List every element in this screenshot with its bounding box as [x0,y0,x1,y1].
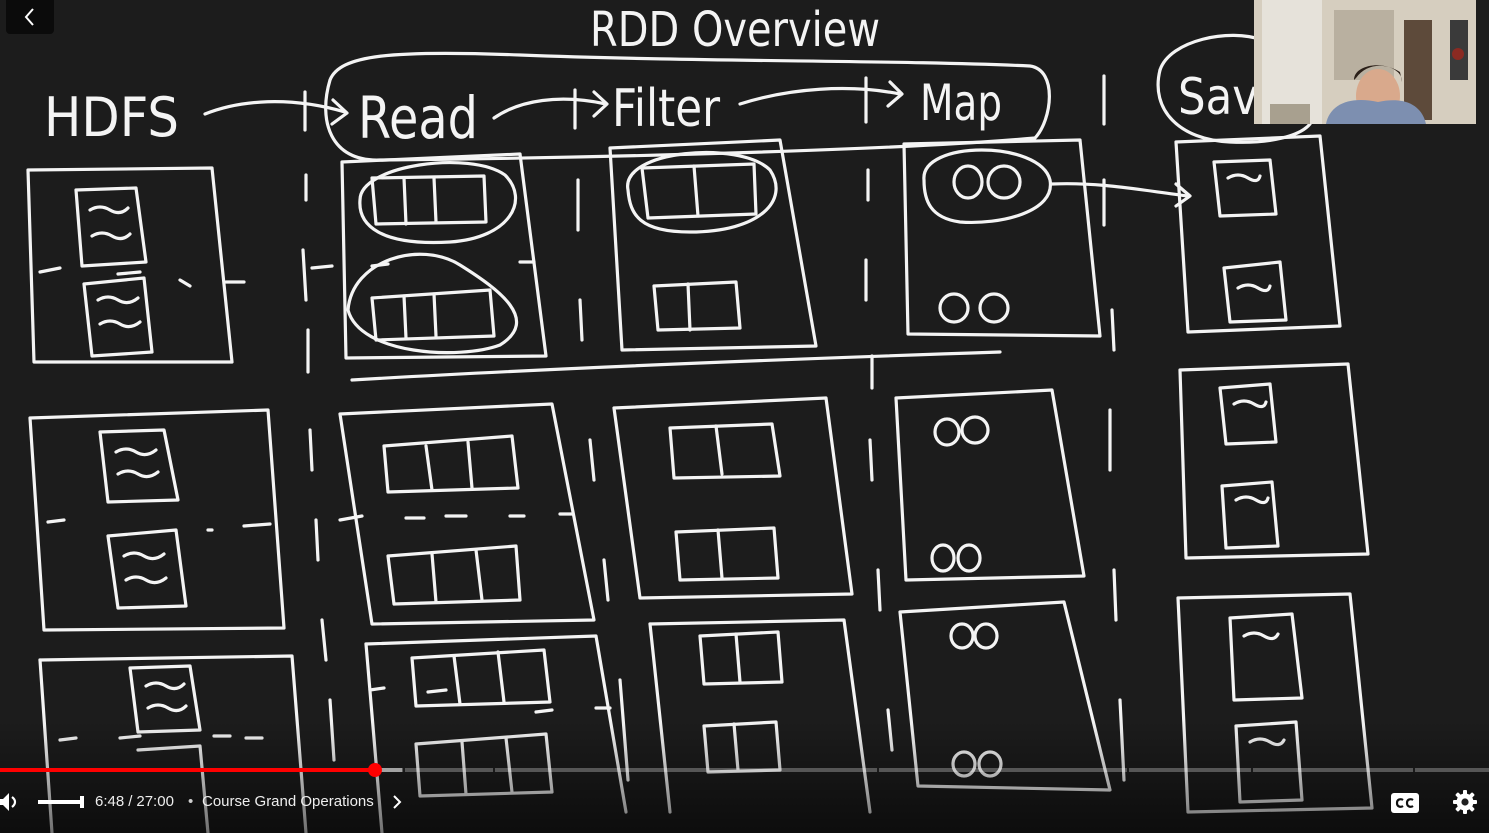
volume-icon [0,793,17,811]
chapter-marker [493,768,495,772]
source-label: HDFS [44,86,179,149]
progress-bar[interactable] [0,763,1489,777]
chapter-marker [1127,768,1129,772]
read-partitions [310,152,628,833]
chapter-marker [877,768,879,772]
filter-partitions [608,138,872,814]
back-button[interactable] [6,0,54,34]
stage-label-read: Read [358,84,478,152]
chapter-title[interactable]: Course Grand Operations [202,793,374,810]
closed-captions-icon [1391,793,1419,813]
duration: 27:00 [136,793,174,810]
settings-button[interactable] [1451,788,1479,816]
volume-button[interactable] [0,788,22,816]
chapter-marker [1413,768,1415,772]
save-partitions [1174,134,1374,814]
time-separator: / [128,793,133,810]
stage-label-filter: Filter [612,79,721,139]
progress-played [0,768,375,772]
time-display: 6:48/27:00 [95,793,174,810]
hdfs-partitions [26,166,308,833]
current-time: 6:48 [95,793,125,810]
volume-handle[interactable] [80,796,84,808]
presenter-webcam-image [1254,0,1476,124]
chevron-left-icon [24,8,34,26]
gear-icon [1453,790,1477,814]
presenter-webcam [1254,0,1476,124]
column-separators [301,168,1126,782]
stage-label-save: Sav [1178,68,1258,126]
stage-label-map: Map [920,74,1002,132]
whiteboard-title: RDD Overview [590,2,880,58]
captions-button[interactable] [1391,793,1419,813]
chevron-right-icon[interactable] [390,794,404,810]
volume-slider[interactable] [38,796,84,808]
volume-level [38,800,82,804]
player-controls: 6:48/27:00 • Course Grand Operations [0,784,1489,820]
chapter-marker [1251,768,1253,772]
chapter-separator: • [188,793,194,810]
progress-scrubber[interactable] [368,763,382,777]
map-partitions [894,138,1112,792]
chapter-marker [403,768,405,772]
